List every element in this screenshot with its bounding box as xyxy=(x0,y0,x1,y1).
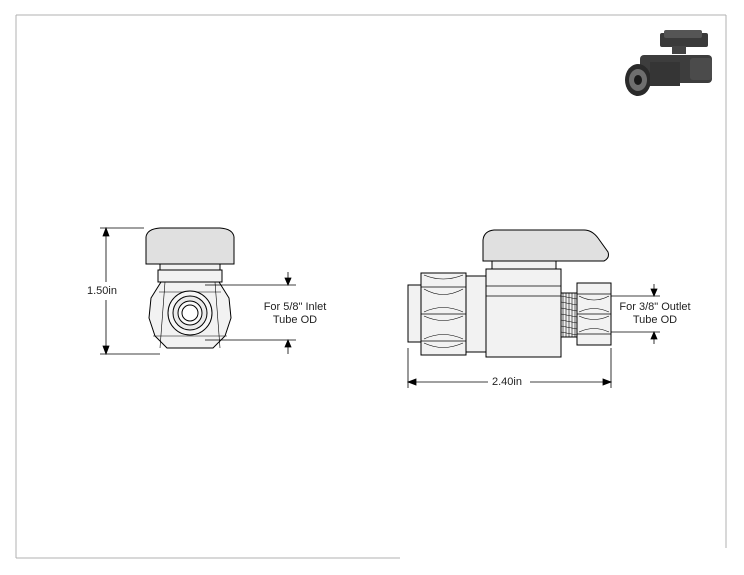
valve-end-view xyxy=(145,227,235,349)
height-dimension-label: 1.50in xyxy=(87,285,117,297)
height-dimension xyxy=(100,226,160,356)
sheet-border xyxy=(15,14,727,559)
side-view-body xyxy=(485,268,562,358)
valve-isometric-thumbnail xyxy=(625,30,712,96)
end-view-stem xyxy=(159,263,221,271)
inlet-note-line2: Tube OD xyxy=(272,314,318,326)
outlet-note-line1: For 3/8" Outlet xyxy=(619,301,691,313)
end-view-body xyxy=(157,269,223,283)
length-dimension xyxy=(406,348,613,388)
inlet-note: For 5/8" Inlet Tube OD xyxy=(250,301,340,327)
inlet-dimension xyxy=(205,272,296,354)
valve-side-view xyxy=(407,229,612,358)
outlet-dimension xyxy=(611,284,660,344)
outlet-note: For 3/8" Outlet Tube OD xyxy=(610,301,700,327)
length-dimension-label: 2.40in xyxy=(492,376,522,388)
side-view-stem xyxy=(491,260,557,270)
outlet-note-line2: Tube OD xyxy=(632,314,678,326)
end-view-handle xyxy=(145,227,235,265)
side-view-handle xyxy=(482,229,609,262)
inlet-note-line1: For 5/8" Inlet xyxy=(263,301,327,313)
end-view-inner-bore xyxy=(181,304,199,322)
